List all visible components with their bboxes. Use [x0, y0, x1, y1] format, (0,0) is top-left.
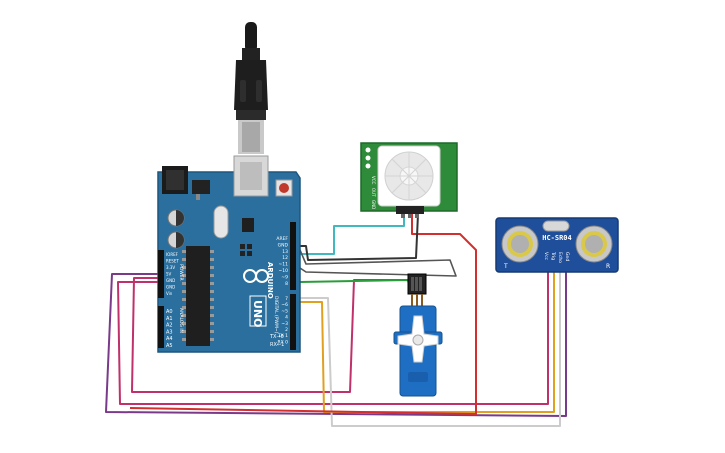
power-pin-label: 3.3V — [166, 265, 175, 270]
digital-pin-label: 8 — [285, 281, 288, 287]
analog-header-label: ANALOG IN — [178, 308, 184, 333]
power-pin-label: Vin — [166, 291, 173, 296]
digital-pin-label: ~5 — [281, 308, 288, 314]
power-header-label: POWER — [178, 264, 184, 281]
arduino-uno-board[interactable]: ARDUINO UNO POWER ANALOG IN DIGITAL (PWM… — [157, 155, 301, 353]
pir-pin-label: OUT — [371, 188, 376, 197]
power-pin-label: 5V — [166, 272, 172, 277]
digital-pin-label: 4 — [285, 315, 288, 321]
ultrasonic-pin-label: Trig — [550, 251, 556, 260]
digital-header-top[interactable] — [290, 222, 296, 290]
digital-header-label: DIGITAL (PWM~) — [273, 296, 279, 334]
power-pin-label: GND — [166, 278, 175, 283]
left-mark: T — [503, 263, 508, 270]
analog-header[interactable] — [158, 306, 164, 348]
wire-gnd[interactable] — [292, 213, 419, 261]
wires — [105, 213, 567, 427]
pir-pin-labels: VCC OUT GND — [371, 176, 376, 209]
icsp-header — [240, 244, 252, 256]
pir-pin-label: GND — [371, 200, 376, 209]
wire-power-gnd[interactable] — [117, 270, 549, 405]
tx-label: TX→0 — [269, 334, 284, 340]
power-pin-label: IOREF — [166, 252, 179, 257]
analog-pin-label: A2 — [166, 323, 173, 329]
power-pin-label: RESET — [166, 259, 179, 264]
digital-header-bottom[interactable] — [290, 294, 296, 350]
digital-pin-label: ~10 — [279, 268, 289, 274]
analog-pin-label: A4 — [166, 336, 173, 342]
power-pin-label: GND — [166, 285, 175, 290]
pir-motion-sensor[interactable]: VCC OUT GND — [360, 142, 458, 218]
wire-pir-out[interactable] — [292, 214, 405, 255]
digital-pin-label: 7 — [285, 296, 288, 302]
wire-gnd-loop[interactable] — [299, 249, 457, 277]
capacitors — [167, 209, 185, 249]
ultrasonic-transmitter — [501, 225, 539, 263]
digital-pin-label: ~6 — [281, 302, 288, 308]
digital-pin-label: 13 — [282, 249, 288, 255]
wire-pir-vcc[interactable] — [129, 214, 477, 415]
wire-us-echo[interactable] — [292, 270, 561, 427]
analog-pin-label: A1 — [166, 316, 173, 322]
brand-text: ARDUINO — [266, 262, 274, 299]
model-label: HC-SR04 — [542, 234, 572, 242]
atmega-chip — [182, 246, 214, 346]
ultrasonic-pin-label: Vcc — [543, 252, 549, 261]
servo-motor[interactable] — [393, 273, 443, 397]
digital-pin-label: ~3 — [281, 321, 288, 327]
digital-pin-label: 2 — [285, 327, 288, 333]
analog-pin-label: A5 — [166, 343, 173, 349]
digital-pin-label: 12 — [282, 255, 288, 261]
model-text: UNO — [251, 300, 264, 328]
digital-pin-label: RX 0 — [277, 339, 288, 345]
analog-pin-label: A0 — [166, 309, 173, 315]
rx-label: RX←1 — [270, 342, 284, 348]
servo-horn[interactable] — [397, 315, 439, 363]
digital-pin-label: AREF — [276, 236, 288, 242]
wire-us-gnd-purple[interactable] — [105, 270, 567, 417]
power-header[interactable] — [158, 250, 164, 298]
digital-pin-label: ~9 — [281, 274, 288, 280]
pin-labels: IOREFRESET3.3V5VGNDGNDVinA0A1A2A3A4A5ARE… — [166, 236, 289, 349]
ultrasonic-pin-label: Gnd — [564, 252, 570, 261]
right-mark: R — [606, 263, 610, 270]
digital-pin-label: GND — [278, 242, 289, 248]
arduino-logo — [243, 269, 269, 283]
pir-pin-label: VCC — [371, 176, 376, 185]
crystal — [213, 205, 229, 239]
ultrasonic-receiver — [575, 225, 613, 263]
digital-pin-label: TX 1 — [277, 333, 288, 339]
ultrasonic-pin-label: Echo — [557, 252, 563, 263]
digital-pin-label: ~11 — [279, 262, 289, 268]
usb-cable — [234, 22, 268, 154]
analog-pin-label: A3 — [166, 329, 173, 335]
reset-button[interactable] — [275, 179, 293, 197]
